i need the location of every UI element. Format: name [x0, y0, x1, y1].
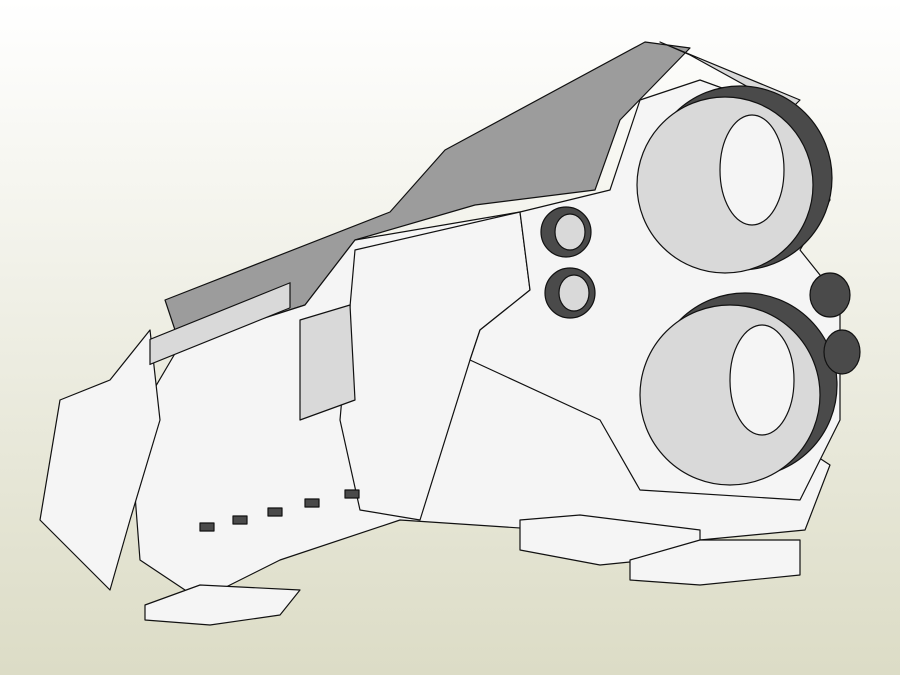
lower-skid-front [144, 584, 301, 626]
thruster-right-lower [823, 329, 861, 375]
vent-slot [344, 489, 360, 499]
nose-section [39, 329, 161, 591]
vent-slot [232, 515, 248, 525]
thruster-right-upper [809, 272, 851, 318]
side-vents [149, 282, 360, 532]
engine-lower-nozzle [729, 324, 795, 436]
engine-upper-nozzle [719, 114, 785, 226]
lower-skid-rear [629, 539, 801, 586]
vent-slot [304, 498, 320, 508]
forward-block-shade [299, 304, 356, 421]
vent-slot [267, 507, 283, 517]
thruster-upper-left-inner [554, 213, 586, 251]
vent [149, 282, 291, 366]
thruster-lower-left-inner [558, 274, 590, 312]
vent-slot [199, 522, 215, 532]
